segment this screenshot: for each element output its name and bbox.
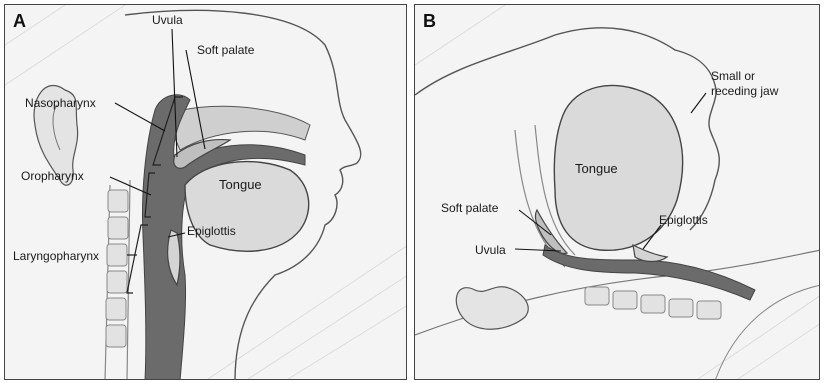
label-jaw-line2: receding jaw [711,84,778,99]
ear-b [456,287,528,329]
label-tongue-b: Tongue [575,162,618,176]
panel-b: B Small or receding jaw Tongue Soft pala… [414,4,820,380]
label-tongue-a: Tongue [219,178,262,192]
epiglottis-shape-b [633,245,667,262]
label-epiglottis-a: Epiglottis [187,224,236,238]
vertebrae-b [585,287,721,319]
label-oropharynx: Oropharynx [21,169,84,183]
label-epiglottis-b: Epiglottis [659,213,708,227]
label-jaw-line1: Small or [711,69,778,84]
panel-b-illustration [415,5,820,380]
label-small-receding-jaw: Small or receding jaw [711,69,778,99]
label-soft-palate-a: Soft palate [197,43,254,57]
panel-a: A Uvula Soft palate Nasopharynx Orophary… [4,4,407,380]
label-nasopharynx: Nasopharynx [25,96,96,110]
label-soft-palate-b: Soft palate [441,201,498,215]
label-uvula-a: Uvula [152,13,183,27]
label-uvula-b: Uvula [475,243,506,257]
panel-a-letter: A [13,11,26,32]
panel-a-illustration [5,5,407,380]
panel-b-letter: B [423,11,436,32]
label-laryngopharynx: Laryngopharynx [13,249,99,263]
palate-tissue [165,106,310,150]
